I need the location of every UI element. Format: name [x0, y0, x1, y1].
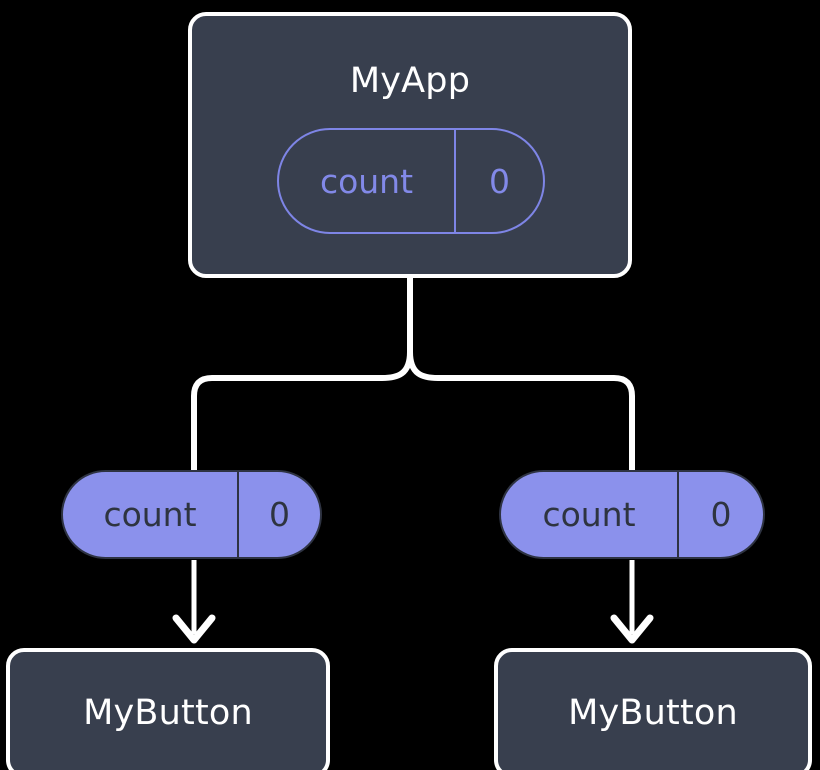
prop-pill-left-count[interactable]: count 0: [61, 470, 322, 559]
prop-pill-right-count[interactable]: count 0: [499, 470, 765, 559]
component-node-mybutton-right[interactable]: MyButton: [494, 648, 812, 770]
arrow-head-right-icon: [610, 614, 654, 644]
component-title-mybutton-left: MyButton: [83, 692, 253, 733]
prop-pill-right-value: 0: [677, 472, 763, 557]
component-node-mybutton-left[interactable]: MyButton: [6, 648, 330, 770]
state-pill-count[interactable]: count 0: [277, 128, 545, 234]
arrow-head-left-icon: [172, 614, 216, 644]
edge-fork-right: [407, 349, 635, 473]
prop-pill-left-key: count: [103, 495, 197, 534]
prop-pill-right-key: count: [542, 495, 636, 534]
component-title-mybutton-right: MyButton: [568, 692, 738, 733]
state-pill-key: count: [319, 161, 414, 201]
prop-pill-left-value: 0: [237, 472, 320, 557]
edge-fork-left: [191, 349, 413, 473]
state-pill-value: 0: [454, 130, 543, 232]
component-title-myapp: MyApp: [349, 61, 471, 101]
